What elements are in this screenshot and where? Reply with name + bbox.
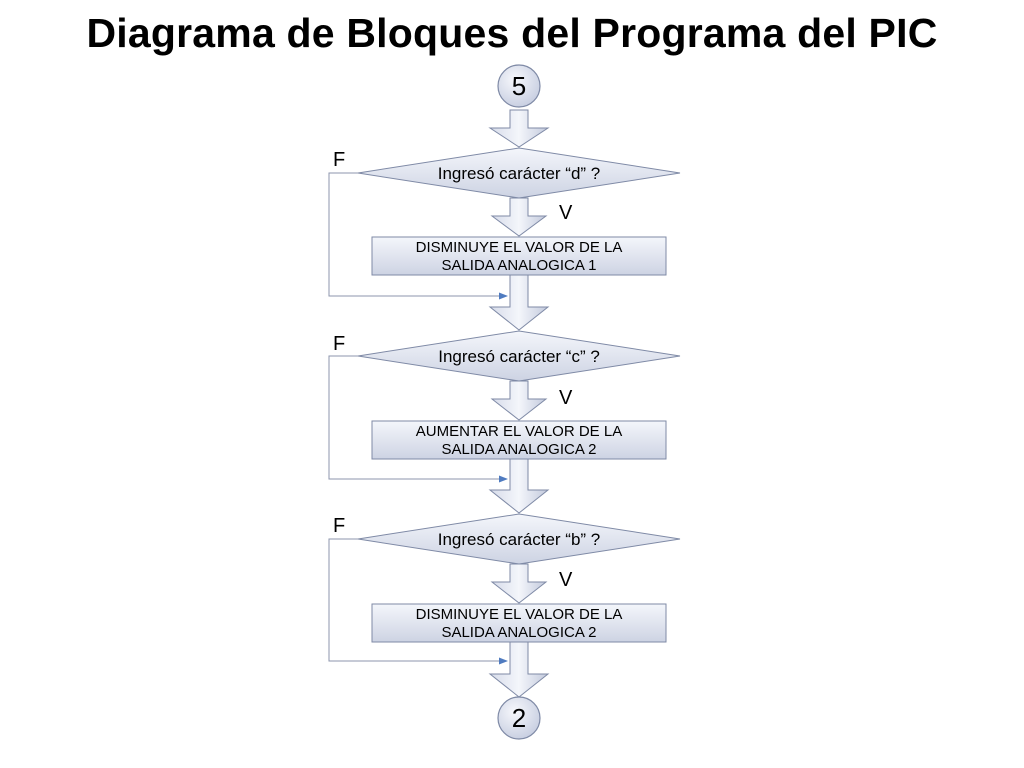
true-label-d: V [559,202,573,224]
start-connector-label: 5 [512,71,526,101]
decision-diamond-d: Ingresó carácter “d” ? [357,147,681,199]
false-label-c: F [333,333,345,355]
false-loop-line-b [328,538,508,665]
false-label-d: F [333,149,345,171]
process-line-1: DISMINUYE EL VALOR DE LA [416,239,623,256]
flow-arrow [490,197,548,237]
process-line-2: SALIDA ANALOGICA 2 [441,441,596,458]
process-line-2: SALIDA ANALOGICA 2 [441,624,596,641]
flow-arrow [488,109,550,148]
end-connector-label: 2 [512,703,526,733]
process-line-1: AUMENTAR EL VALOR DE LA [416,423,622,440]
process-box-decrease-output-1: DISMINUYE EL VALOR DE LA SALIDA ANALOGIC… [371,236,667,276]
flow-arrow [490,380,548,421]
flow-arrow [488,641,550,698]
flow-arrow [488,458,550,514]
false-loop-line-c [328,355,508,483]
process-box-decrease-output-2: DISMINUYE EL VALOR DE LA SALIDA ANALOGIC… [371,603,667,643]
flow-arrow [488,274,550,331]
decision-label-c: Ingresó carácter “c” ? [438,347,600,366]
true-label-c: V [559,387,573,409]
process-line-1: DISMINUYE EL VALOR DE LA [416,606,623,623]
decision-label-d: Ingresó carácter “d” ? [438,164,601,183]
start-connector: 5 [497,64,541,108]
process-box-increase-output-2: AUMENTAR EL VALOR DE LA SALIDA ANALOGICA… [371,420,667,460]
decision-label-b: Ingresó carácter “b” ? [438,530,601,549]
process-line-2: SALIDA ANALOGICA 1 [441,257,596,274]
decision-diamond-b: Ingresó carácter “b” ? [357,513,681,565]
true-label-b: V [559,569,573,591]
end-connector: 2 [497,696,541,740]
false-loop-line-d [328,172,508,300]
page-title: Diagrama de Bloques del Programa del PIC [86,10,938,56]
false-label-b: F [333,515,345,537]
flow-arrow [490,563,548,604]
decision-diamond-c: Ingresó carácter “c” ? [357,330,681,382]
